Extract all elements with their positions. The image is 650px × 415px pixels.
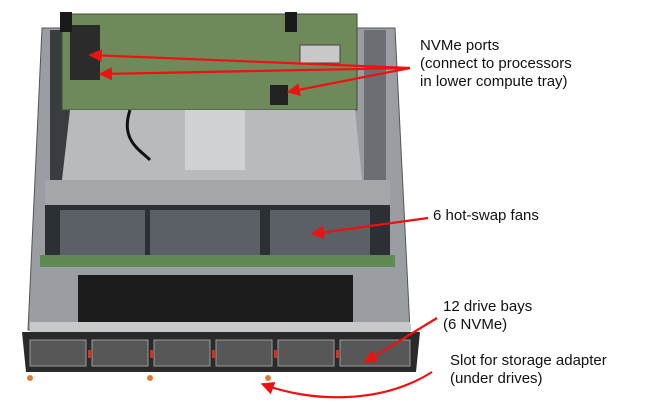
fan-cage bbox=[40, 180, 395, 267]
storage-slot-line-1: Slot for storage adapter bbox=[450, 352, 607, 369]
fans-label: 6 hot-swap fans bbox=[433, 207, 539, 224]
nvme-ports-line-3: in lower compute tray) bbox=[420, 73, 568, 90]
nvme-ports-label: NVMe ports (connect to processors in low… bbox=[420, 37, 572, 91]
air-baffle bbox=[62, 109, 362, 180]
storage-slot-line-2: (under drives) bbox=[450, 370, 543, 387]
interposer-board bbox=[60, 12, 358, 111]
nvme-ports-line-2: (connect to processors bbox=[420, 55, 572, 72]
drive-bays-line-2: (6 NVMe) bbox=[443, 316, 508, 333]
nvme-ports-line-1: NVMe ports bbox=[420, 37, 500, 54]
drive-bays-label: 12 drive bays (6 NVMe) bbox=[443, 298, 532, 334]
storage-slot-label: Slot for storage adapter (under drives) bbox=[450, 352, 607, 388]
front-drive-bays bbox=[22, 332, 420, 381]
drive-area-cover bbox=[30, 275, 410, 332]
nvme-arrow-1 bbox=[88, 48, 411, 70]
drive-bays-arrow bbox=[363, 317, 438, 363]
fans-arrow bbox=[310, 216, 429, 239]
storage-slot-arrow bbox=[260, 371, 433, 399]
nvme-arrow-2 bbox=[98, 66, 411, 81]
callout-arrows bbox=[88, 48, 438, 399]
drive-bays-line-1: 12 drive bays bbox=[443, 298, 533, 315]
nvme-arrow-3 bbox=[286, 66, 411, 97]
